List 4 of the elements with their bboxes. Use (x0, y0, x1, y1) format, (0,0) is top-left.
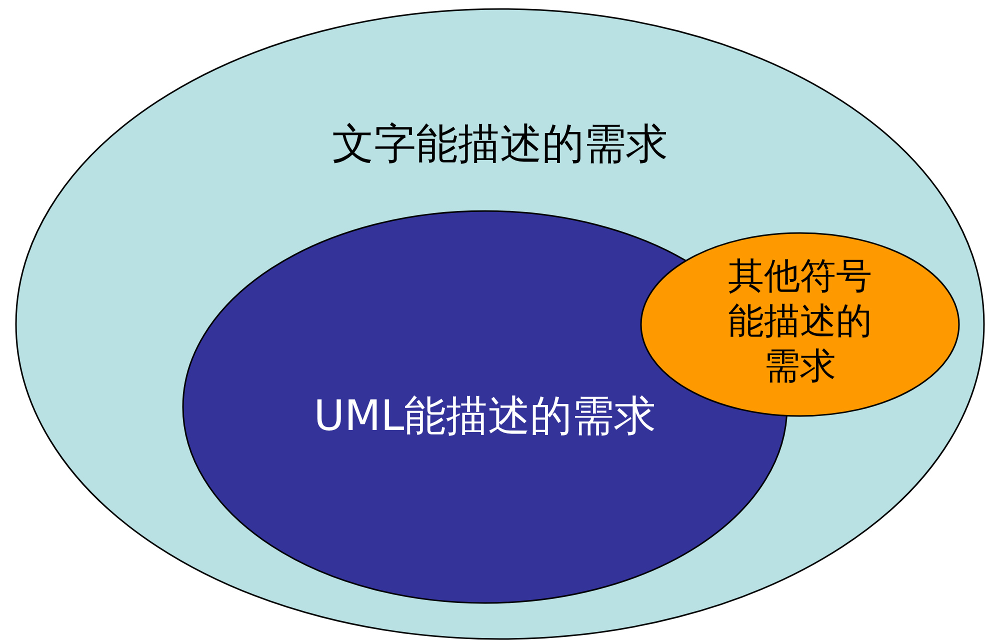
region-label: 其他符号能描述的需求 (727, 255, 873, 389)
region-label: 文字能描述的需求 (331, 118, 669, 170)
region-label: UML能描述的需求 (312, 390, 658, 442)
outer-ellipse (15, 8, 985, 640)
